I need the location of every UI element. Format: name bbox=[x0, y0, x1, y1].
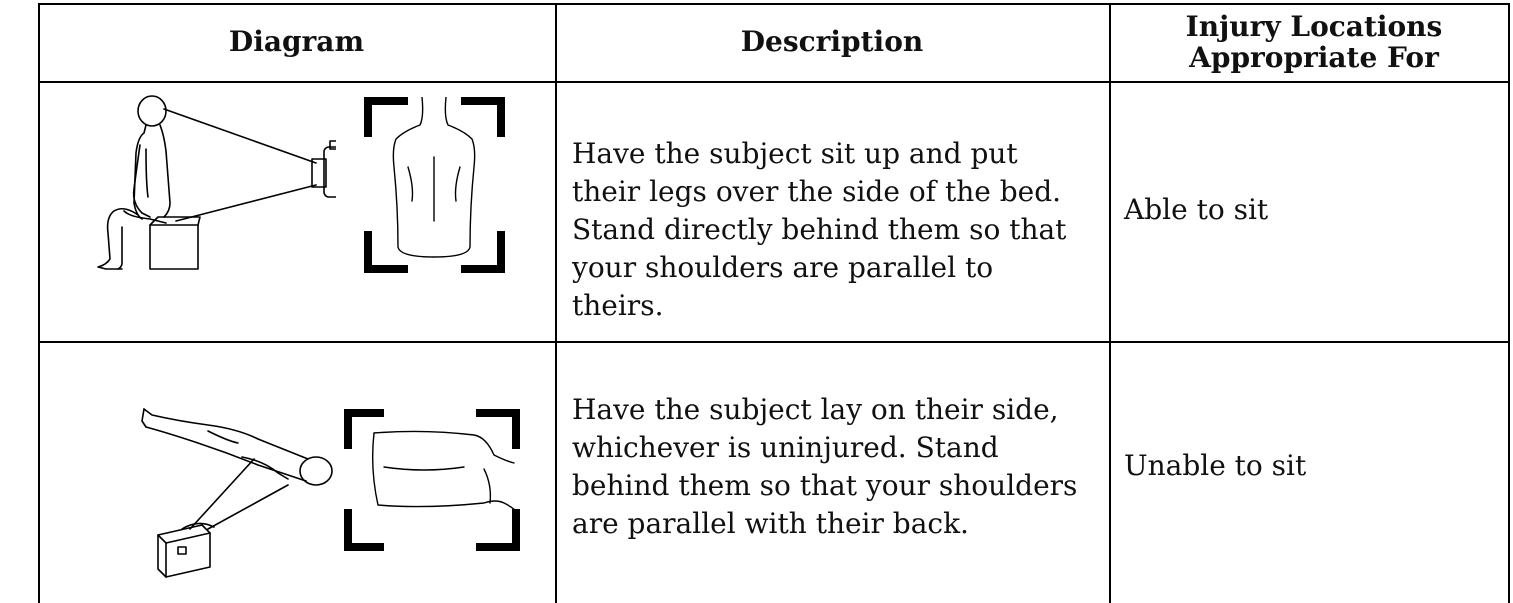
row2-description: Have the subject lay on their side, whic… bbox=[572, 393, 1078, 540]
column-divider-1 bbox=[555, 3, 557, 603]
lying-subject-camera-illustration bbox=[138, 401, 338, 581]
table-border-left bbox=[38, 3, 40, 603]
header-diagram: Diagram bbox=[228, 25, 365, 59]
seated-subject-camera-illustration bbox=[66, 93, 336, 283]
side-lying-back-framing-illustration bbox=[344, 409, 520, 551]
row1-description: Have the subject sit up and put their le… bbox=[572, 137, 1067, 322]
table-border-top bbox=[38, 3, 1510, 5]
row1-appropriate-for: Able to sit bbox=[1124, 193, 1269, 226]
row-divider bbox=[38, 341, 1510, 343]
back-view-framing-illustration bbox=[364, 97, 509, 275]
row2-appropriate-for: Unable to sit bbox=[1124, 449, 1307, 482]
header-injury-locations: Injury Locations Appropriate For bbox=[1185, 9, 1443, 74]
header-divider bbox=[38, 81, 1510, 83]
positioning-table: Diagram Description Injury Locations App… bbox=[38, 3, 1510, 603]
header-description: Description bbox=[740, 25, 924, 59]
table-border-right bbox=[1508, 3, 1510, 603]
column-divider-2 bbox=[1109, 3, 1111, 603]
